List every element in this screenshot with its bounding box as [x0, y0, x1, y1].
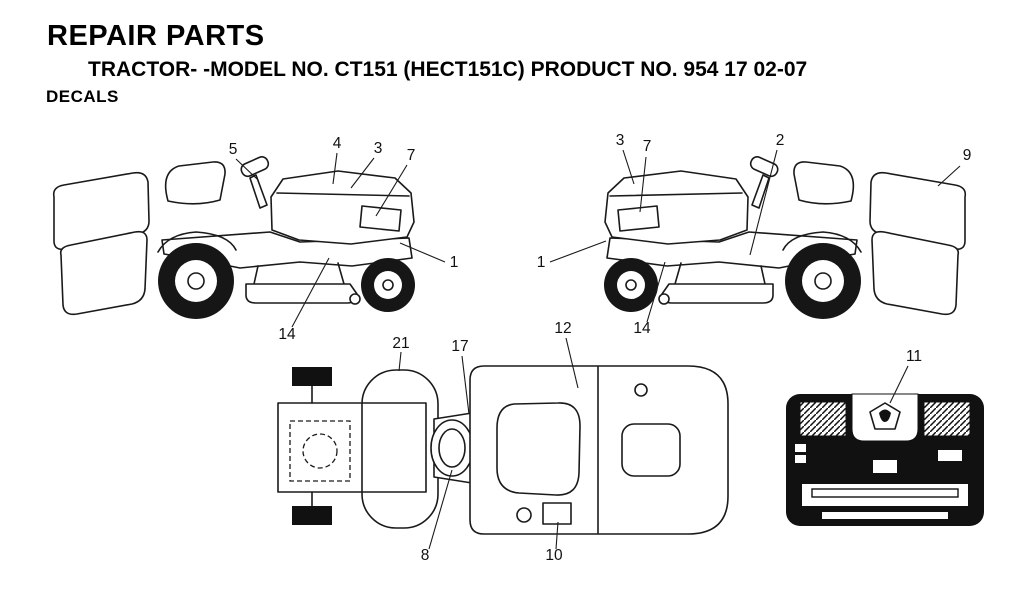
callout-number-tractor-top-view-8: 8 — [421, 547, 430, 564]
callout-leader-tractor-side-view-left-5 — [235, 158, 258, 180]
diagram-tractor-side-right — [603, 154, 967, 320]
callout-leader-tractor-top-view-10 — [555, 521, 559, 550]
fuel-cap — [634, 383, 648, 397]
callout-layer: 5 4 3 7 1 14 3 7 2 9 1 14 21 17 12 8 10 11 — [229, 132, 972, 564]
center-latch-plate — [873, 460, 897, 473]
callout-number-tractor-top-view-21: 21 — [392, 335, 409, 352]
pulley-dashed-circle — [302, 433, 338, 469]
callout-leader-tractor-side-view-right-1 — [549, 240, 607, 263]
callout-number-tractor-side-view-left-7: 7 — [407, 147, 416, 164]
steering-wheel-rim — [438, 428, 466, 468]
seat-top — [496, 402, 581, 496]
bottom-bumper-band — [802, 484, 968, 506]
callout-leader-tractor-top-view-21 — [398, 351, 402, 372]
left-detail-plate-2 — [795, 455, 806, 463]
callout-number-tractor-top-view-17: 17 — [451, 338, 468, 355]
model-product-subtitle: TRACTOR- -MODEL NO. CT151 (HECT151C) PRO… — [88, 58, 808, 81]
diagram-tractor-rear-view — [786, 393, 984, 526]
warning-decal-icon — [879, 409, 891, 422]
callout-leader-tractor-side-view-right-9 — [937, 165, 961, 187]
callout-leader-tractor-top-view-8 — [428, 469, 453, 550]
callout-number-tractor-top-view-12: 12 — [554, 320, 571, 337]
rear-plate-decal — [542, 502, 572, 525]
callout-number-tractor-side-view-right-14: 14 — [633, 320, 651, 337]
callout-leader-tractor-side-view-right-3 — [622, 149, 635, 185]
front-wheel-bottom — [292, 506, 332, 525]
bumper-inner-line — [811, 488, 959, 498]
callout-number-tractor-side-view-left-14: 14 — [278, 326, 296, 343]
callout-number-tractor-side-view-left-3: 3 — [374, 140, 383, 157]
diagram-tractor-side-left — [52, 154, 416, 320]
bagger-lid — [621, 423, 681, 477]
lower-trim-strip — [822, 512, 948, 519]
callout-number-tractor-side-view-right-2: 2 — [776, 132, 785, 149]
left-detail-plate-1 — [795, 444, 806, 452]
callout-number-tractor-side-view-right-3: 3 — [616, 132, 625, 149]
callout-leader-tractor-top-view-12 — [565, 337, 579, 389]
callout-number-tractor-side-view-left-4: 4 — [333, 135, 342, 152]
page-title: REPAIR PARTS — [47, 20, 265, 52]
callout-number-tractor-side-view-left-1: 1 — [450, 254, 459, 271]
callout-leader-tractor-side-view-right-14 — [646, 261, 666, 323]
callout-leader-tractor-side-view-left-1 — [399, 242, 446, 263]
callout-number-tractor-top-view-10: 10 — [545, 547, 563, 564]
engine-dashed-outline — [289, 420, 351, 482]
callout-number-tractor-side-view-right-7: 7 — [643, 138, 652, 155]
right-detail-plate — [938, 450, 962, 461]
callout-leader-tractor-top-view-17 — [461, 355, 470, 415]
right-vent-decal — [923, 401, 971, 437]
diagram-tractor-top-view — [277, 365, 729, 535]
callout-leader-tractor-side-view-left-3 — [350, 157, 375, 189]
callout-leader-tractor-side-view-right-2 — [749, 149, 778, 256]
callout-number-tractor-rear-view-11: 11 — [906, 348, 922, 365]
callout-leader-tractor-side-view-left-14 — [291, 257, 330, 328]
callout-leader-tractor-rear-view-11 — [889, 365, 909, 404]
front-wheel-top — [292, 367, 332, 386]
hitch-knob — [516, 507, 532, 523]
callout-leader-tractor-side-view-left-4 — [332, 152, 338, 185]
section-label: DECALS — [46, 87, 119, 106]
callout-number-tractor-side-view-right-1: 1 — [537, 254, 546, 271]
left-vent-decal — [799, 401, 847, 437]
callout-leader-tractor-side-view-left-7 — [375, 164, 408, 217]
front-chassis-outline — [277, 402, 427, 493]
callout-leader-tractor-side-view-right-7 — [639, 156, 647, 213]
callout-number-tractor-side-view-right-9: 9 — [963, 147, 972, 164]
callout-number-tractor-side-view-left-5: 5 — [229, 141, 238, 158]
